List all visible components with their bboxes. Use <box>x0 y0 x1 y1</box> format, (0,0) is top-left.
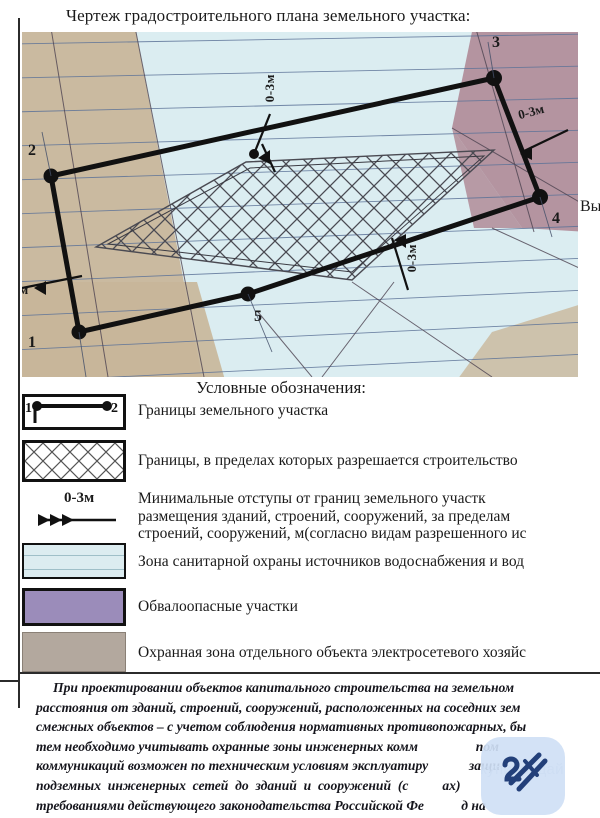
plot-boundary-symbol: 1 2 <box>22 394 126 430</box>
legend-label-buildable-area: Границы, в пределах которых разрешается … <box>138 452 518 469</box>
svg-text:2: 2 <box>111 401 118 416</box>
watermark: купипродай <box>480 737 565 815</box>
buildable-area-inner-outline <box>106 155 486 273</box>
power-object-swatch <box>22 632 126 672</box>
legend-label-power-object: Охранная зона отдельного объекта электро… <box>138 644 527 661</box>
plan-drawing-svg <box>22 32 578 377</box>
legend-label-landslide: Обвалоопасные участки <box>138 598 298 615</box>
page-frame-left-border <box>18 18 20 708</box>
setback-label-top: 0-3м <box>262 74 277 103</box>
legend-label-min-setback-lines: Минимальные отступы от границ земельного… <box>138 490 527 543</box>
legend-label-min-setback-line-1: Минимальные отступы от границ земельного… <box>138 490 486 507</box>
vertex-label-2: 2 <box>28 142 36 159</box>
vertex-label-4: 4 <box>552 210 560 227</box>
map-side-label: Вы <box>580 198 600 215</box>
plot-boundary-polyline <box>48 75 543 335</box>
page-frame-bottom-divider <box>18 672 600 674</box>
kupiprodai-logo <box>495 749 551 808</box>
power-zone-left-lower <box>22 282 225 377</box>
buildable-area-polygon <box>93 149 496 281</box>
vertex-tick-lines <box>41 41 553 377</box>
legend-label-min-setback-line-2: размещения зданий, строений, сооружений,… <box>138 507 511 525</box>
watermark-badge <box>481 737 565 815</box>
design-note-paragraph: При проектировании объектов капитального… <box>36 680 527 813</box>
legend-label-plot-boundary: Границы земельного участка <box>138 402 329 419</box>
setback-label-bottom: 0-3м <box>404 244 419 273</box>
vertex-label-5: 5 <box>254 308 262 325</box>
plan-drawing[interactable]: 1 2 3 4 5 0-3м 0-3м 0-3м 0-3м <box>22 32 578 377</box>
min-setback-symbol: 0-3м <box>22 490 128 534</box>
page-title: Чертеж градостроительного плана земельно… <box>66 6 471 25</box>
buildable-area-hatch-symbol <box>22 440 126 482</box>
min-setback-caption: 0-3м <box>64 490 95 506</box>
legend-label-water-protection: Зона санитарной охраны источников водосн… <box>138 553 525 570</box>
page-frame-left-tick <box>0 680 20 682</box>
legend-title: Условные обозначения: <box>196 378 367 397</box>
landslide-swatch <box>22 588 126 626</box>
vertex-label-1: 1 <box>28 334 36 351</box>
setback-arrow-ticks <box>34 146 532 295</box>
vertex-label-3: 3 <box>492 34 500 51</box>
svg-text:1: 1 <box>25 401 32 416</box>
setback-label-left: 0-3м <box>22 282 29 297</box>
water-protection-swatch <box>22 543 126 579</box>
legend-label-min-setback-line-3: строений, сооружений, м(согласно видам р… <box>138 525 527 542</box>
cadastral-lines <box>51 32 578 377</box>
